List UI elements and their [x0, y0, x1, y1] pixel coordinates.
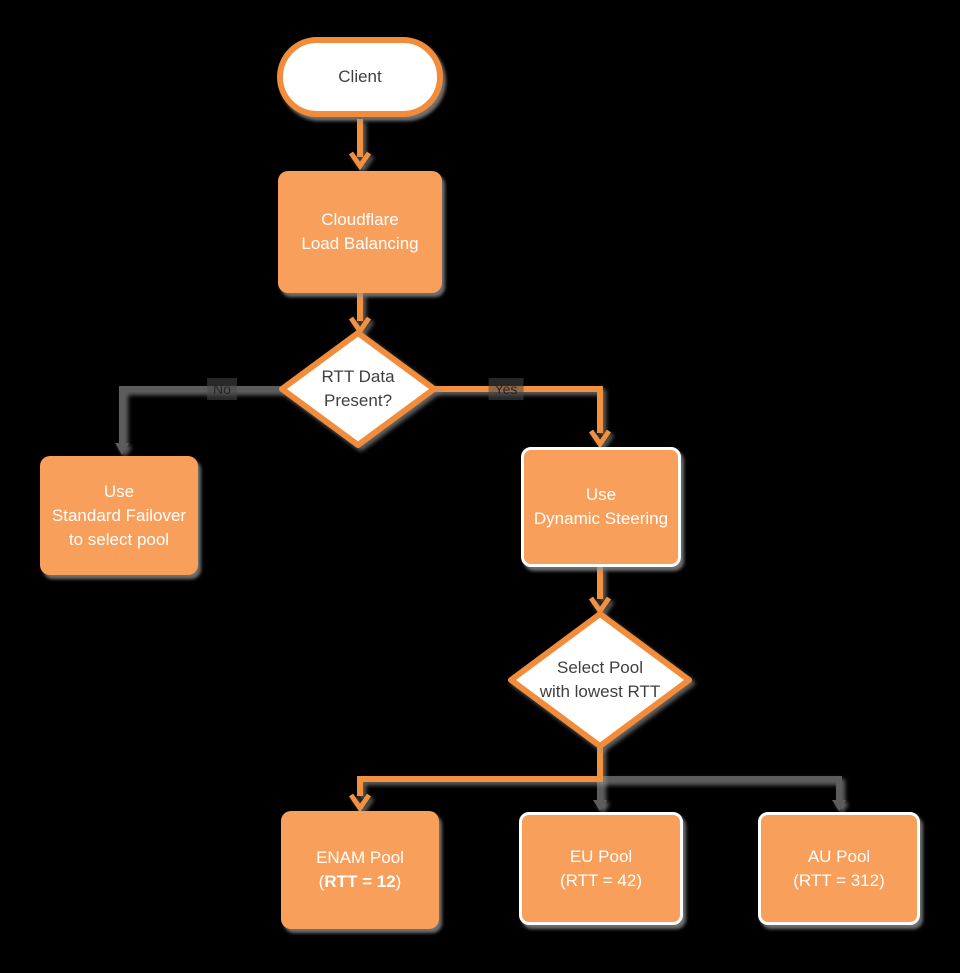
- arrowhead-down-icon: [348, 151, 372, 171]
- client-label: Client: [338, 67, 382, 86]
- edge-label-yes: Yes: [488, 378, 524, 400]
- rtt-decision-diamond-shape: [279, 330, 437, 448]
- connector-no-branch: [119, 386, 282, 443]
- au-pool-node: AU Pool (RTT = 312): [758, 812, 920, 925]
- rtt-decision-label: RTT Data Present?: [321, 367, 395, 410]
- dynamic-steering-node: Use Dynamic Steering: [521, 447, 681, 567]
- arrowhead-down-icon: [832, 800, 846, 811]
- enam-pool-label-line1: ENAM Pool: [316, 848, 404, 867]
- arrowhead-down-icon: [348, 793, 372, 813]
- arrowhead-down-icon: [593, 800, 607, 811]
- au-pool-label-line1: AU Pool: [807, 846, 871, 866]
- standard-failover-label-line1: Use: [103, 481, 135, 501]
- edge-label-no: No: [207, 378, 237, 400]
- eu-pool-label-line1: EU Pool: [569, 846, 633, 866]
- load-balancer-label-line1: Cloudflare: [321, 210, 399, 229]
- au-pool-label-line2: (RTT = 312): [793, 870, 885, 890]
- client-node: Client: [277, 37, 443, 117]
- arrowhead-down-icon: [588, 596, 612, 616]
- eu-pool-label-line2: (RTT = 42): [559, 870, 643, 890]
- standard-failover-label-line3: to select pool: [68, 529, 170, 549]
- arrowhead-down-icon: [115, 443, 129, 455]
- standard-failover-label-line2: Standard Failover: [51, 505, 187, 525]
- load-balancer-node: Cloudflare Load Balancing: [278, 171, 442, 293]
- standard-failover-node: Use Standard Failover to select pool: [40, 456, 198, 575]
- enam-pool-node: ENAM Pool (RTT = 12): [281, 811, 439, 929]
- select-pool-diamond-shape: [508, 611, 692, 749]
- arrowhead-down-icon: [588, 429, 612, 449]
- connector-enam-branch: [357, 746, 603, 796]
- connector-au-branch: [600, 776, 842, 802]
- dynamic-steering-label-line2: Dynamic Steering: [533, 509, 669, 528]
- dynamic-steering-label-line1: Use: [585, 485, 617, 504]
- load-balancer-label-line2: Load Balancing: [301, 234, 419, 253]
- select-pool-label: Select Pool with lowest RTT: [539, 658, 661, 701]
- eu-pool-node: EU Pool (RTT = 42): [519, 812, 683, 925]
- enam-pool-rtt-value: RTT = 12: [324, 872, 396, 891]
- enam-pool-label-line2: (RTT = 12): [318, 872, 402, 891]
